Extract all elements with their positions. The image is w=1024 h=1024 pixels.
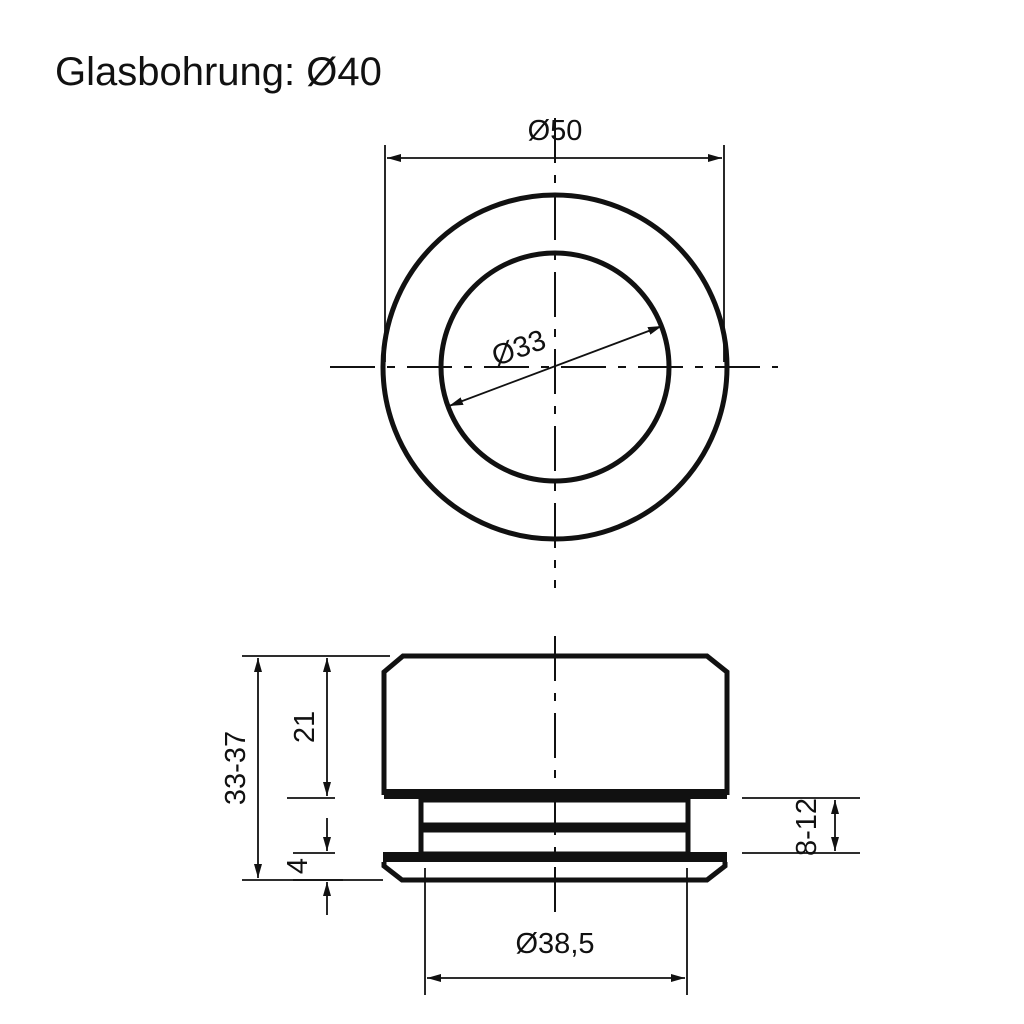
dim-total-height: 33-37 bbox=[220, 731, 252, 805]
dim-shaft-diameter: Ø38,5 bbox=[516, 928, 595, 960]
side-view: 33-37 21 4 8-12 Ø38,5 bbox=[220, 636, 860, 995]
dim-outer-diameter: Ø50 bbox=[528, 115, 583, 147]
dim-head-height: 21 bbox=[289, 711, 321, 743]
flange-top bbox=[383, 852, 727, 862]
dimension-line-inner bbox=[448, 325, 663, 407]
top-view: Ø50 Ø33 bbox=[330, 115, 778, 588]
dim-glass-thickness: 8-12 bbox=[791, 798, 823, 856]
drawing-title: Glasbohrung: Ø40 bbox=[55, 50, 382, 94]
dim-flange-height: 4 bbox=[282, 858, 314, 874]
dim-inner-diameter: Ø33 bbox=[488, 324, 550, 373]
